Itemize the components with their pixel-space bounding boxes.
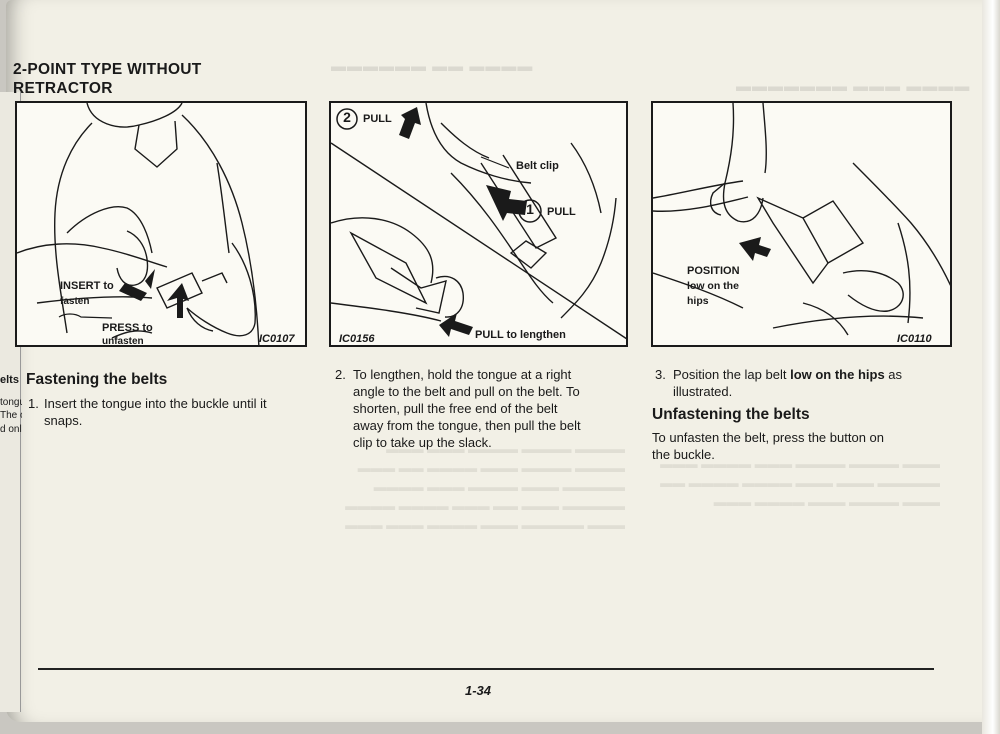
pull-up-arrow-icon xyxy=(399,107,421,139)
position-belt-drawing xyxy=(653,103,950,336)
step-3-line-2: illustrated. xyxy=(673,384,733,399)
section-title-line-2: RETRACTOR xyxy=(13,80,113,97)
section-title: 2-POINT TYPE WITHOUT RETRACTOR xyxy=(13,60,202,98)
left-margin-text-3: The o xyxy=(0,410,22,421)
left-margin-text-2: tongu xyxy=(0,397,22,408)
footer-rule xyxy=(38,668,934,670)
step-3-line-1: Position the lap belt low on the hips as xyxy=(673,366,953,383)
fasten-label: fasten xyxy=(60,296,90,307)
page-number: 1-34 xyxy=(465,683,492,698)
step-3-number-text: 3. xyxy=(655,367,666,382)
insert-tongue-drawing xyxy=(17,103,260,345)
section-title-line-1: 2-POINT TYPE WITHOUT xyxy=(13,61,202,78)
pull-top-label: PULL xyxy=(363,113,392,125)
low-on-the-label: low on the xyxy=(687,280,739,292)
step-3-text-start: Position the lap belt xyxy=(673,367,791,382)
step-2-line: away from the tongue, then pull the belt xyxy=(353,418,581,433)
step-1-line-1: Insert the tongue into the buckle until … xyxy=(44,396,267,411)
lengthen-belt-drawing xyxy=(331,103,626,340)
unfastening-heading: Unfastening the belts xyxy=(652,406,810,423)
press-leader-line xyxy=(58,313,113,319)
step-2-line: clip to take up the slack. xyxy=(353,435,492,450)
step-2-line: To lengthen, hold the tongue at a right xyxy=(353,367,572,382)
figure-code: IC0110 xyxy=(897,333,932,345)
pull-right-arrow-icon xyxy=(486,185,527,221)
belt-clip-leader xyxy=(480,156,510,169)
step-1-number-text: 1. xyxy=(28,396,39,411)
step-2-text: To lengthen, hold the tongue at a right … xyxy=(353,366,633,451)
figure-code: IC0107 xyxy=(259,333,295,345)
bleed-through-body-1: ▬▬▬▬ ▬▬▬▬ ▬▬▬▬ ▬▬▬ ▬▬▬ ▬▬▬▬ ▬▬▬▬ ▬▬▬ ▬▬▬… xyxy=(345,442,625,532)
fastening-heading: Fastening the belts xyxy=(26,371,168,388)
figure-code: IC0156 xyxy=(339,333,375,345)
step-2-circle xyxy=(336,108,358,130)
hips-label: hips xyxy=(687,295,709,307)
pull-right-label: PULL xyxy=(547,206,576,218)
left-margin-text-4: d onl xyxy=(0,424,22,435)
position-arrow-icon xyxy=(739,237,771,261)
unfastening-line-2: the buckle. xyxy=(652,447,715,462)
step-1-number: 1 xyxy=(526,201,534,217)
insert-label: INSERT to xyxy=(60,280,114,292)
press-arrow-icon xyxy=(167,283,189,318)
illustration-insert-tongue: INSERT to fasten PRESS to unfasten IC010… xyxy=(15,101,307,347)
step-1-circle xyxy=(518,199,542,223)
step-1-text: Insert the tongue into the buckle until … xyxy=(44,395,314,429)
step-2-line: shorten, pull the free end of the belt xyxy=(353,401,558,416)
step-2-line: angle to the belt and pull on the belt. … xyxy=(353,384,580,399)
step-2-number-text: 2. xyxy=(335,367,346,382)
press-label: PRESS to xyxy=(102,322,153,334)
pull-lengthen-arrow-icon xyxy=(439,313,473,337)
unfasten-label: unfasten xyxy=(102,336,144,347)
bleed-through-heading-1: ▬▬▬▬ ▬▬ ▬▬▬▬▬▬ xyxy=(330,58,533,75)
illustration-position-belt: POSITION low on the hips IC0110 xyxy=(651,101,952,347)
unfastening-text: To unfasten the belt, press the button o… xyxy=(652,429,952,463)
step-1-line-2: snaps. xyxy=(44,413,83,428)
illustration-lengthen-belt: 2 PULL Belt clip 1 PULL PULL to lengthen… xyxy=(329,101,628,347)
left-margin-text-1: elts xyxy=(0,374,19,386)
low-on-the-hips-emphasis: low on the hips xyxy=(790,367,885,382)
pull-lengthen-label: PULL to lengthen xyxy=(475,329,566,341)
unfastening-line-1: To unfasten the belt, press the button o… xyxy=(652,430,884,445)
page-edge xyxy=(982,0,1000,734)
belt-clip-label: Belt clip xyxy=(516,160,559,172)
step-3-text-end: as xyxy=(884,367,903,382)
step-3-text: Position the lap belt low on the hips as… xyxy=(673,366,953,400)
bleed-through-body-2: ▬▬▬ ▬▬▬▬ ▬▬▬▬ ▬▬▬ ▬▬▬▬ ▬▬▬ ▬▬▬▬▬ ▬▬▬ ▬▬▬… xyxy=(660,457,940,509)
bleed-through-heading-2: ▬▬▬▬ ▬▬▬ ▬▬▬▬▬▬▬ xyxy=(735,78,970,95)
insert-arrow-icon xyxy=(119,269,155,301)
step-2-number: 2 xyxy=(343,109,351,125)
position-label: POSITION xyxy=(687,265,740,277)
